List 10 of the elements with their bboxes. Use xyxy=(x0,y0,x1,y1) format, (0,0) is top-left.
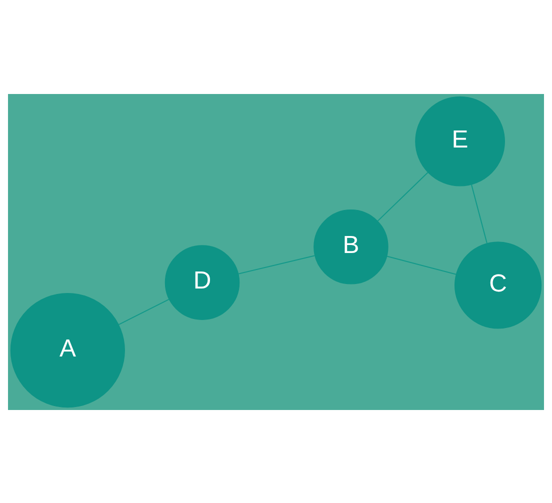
connector xyxy=(118,298,170,325)
connector xyxy=(377,172,428,221)
node-circle: C xyxy=(454,241,542,328)
node-circle: D xyxy=(164,244,240,320)
connector xyxy=(470,184,488,244)
connector xyxy=(386,255,456,274)
node-circle: A xyxy=(10,292,125,408)
connector xyxy=(238,254,315,274)
node-circle: E xyxy=(415,96,505,186)
node-circle: B xyxy=(314,209,388,284)
